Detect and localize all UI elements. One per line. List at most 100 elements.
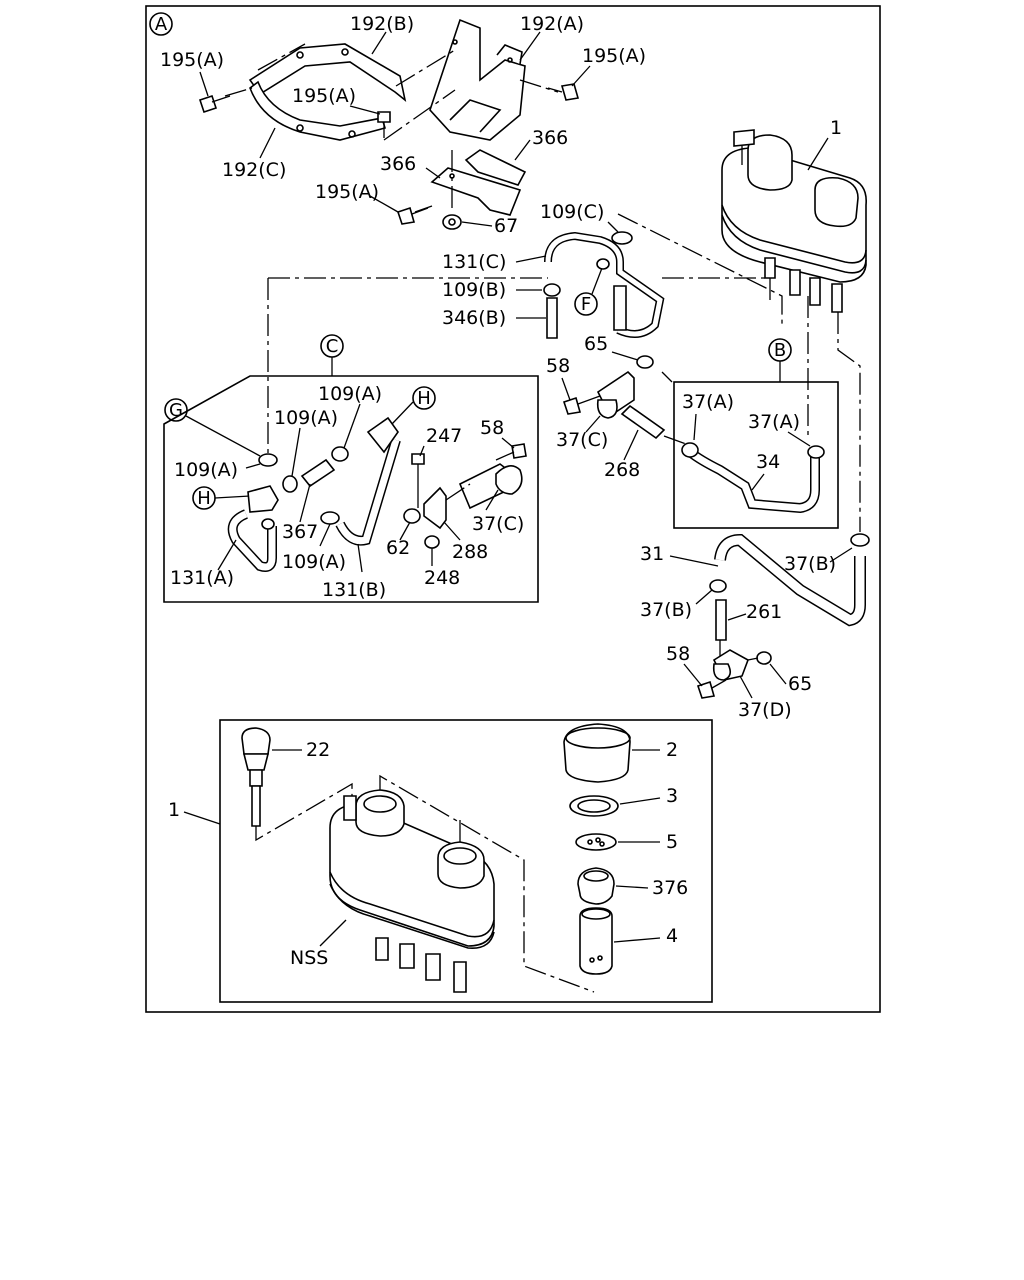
bracket-288: [423, 486, 447, 530]
bolt-195a-left: [198, 94, 231, 114]
sensor-22: [241, 727, 271, 827]
part-label: 31: [640, 543, 664, 565]
part-label: F: [581, 294, 591, 315]
part-label: 109(C): [540, 201, 604, 223]
pipe-346b: [546, 297, 558, 339]
gasket-3: [569, 795, 619, 817]
part-label: 5: [666, 831, 678, 853]
part-label: H: [197, 488, 211, 509]
filter-element-4: [579, 907, 613, 975]
hose-131b: [335, 416, 401, 546]
strainer-5: [575, 833, 617, 851]
cap-2: [563, 723, 631, 783]
part-label: 288: [452, 541, 488, 563]
tube-268: [620, 404, 666, 440]
part-label: C: [326, 336, 339, 357]
bolt-58-upper: [562, 395, 601, 415]
nut-67: [442, 214, 462, 230]
part-label: NSS: [290, 947, 328, 969]
part-label: B: [774, 340, 786, 361]
part-label: 37(B): [640, 599, 692, 621]
nut-62: [403, 508, 421, 524]
bracket-366: [430, 149, 527, 216]
hose-131a: [227, 485, 279, 572]
part-label: 58: [666, 643, 690, 665]
part-label: 58: [546, 355, 570, 377]
part-label: 1: [168, 799, 180, 821]
part-label: 65: [584, 333, 608, 355]
part-label: 131(C): [442, 251, 506, 273]
hose-131c: [544, 231, 665, 338]
clamp-109a-low: [320, 511, 340, 525]
pipe-367: [300, 458, 336, 488]
part-label: 37(C): [472, 513, 524, 535]
part-label: 195(A): [582, 45, 646, 67]
part-label: 366: [532, 127, 568, 149]
bracket-37c-upper: [596, 370, 635, 419]
inset-box: [219, 719, 713, 1003]
clamp-109c: [611, 231, 633, 245]
part-label: 192(A): [520, 13, 584, 35]
part-label: 62: [386, 537, 410, 559]
part-label: 195(A): [160, 49, 224, 71]
clamp-109a-left: [282, 475, 298, 493]
part-label: 367: [282, 521, 318, 543]
part-label: 268: [604, 459, 640, 481]
part-label: 261: [746, 601, 782, 623]
filter-376: [577, 867, 615, 905]
reservoir-tank-inset: [329, 789, 495, 993]
part-label: A: [155, 14, 168, 35]
part-label: 37(D): [738, 699, 792, 721]
part-label: H: [417, 388, 431, 409]
h-marker-right: H: [391, 386, 436, 425]
hose-34: [681, 442, 825, 514]
part-label: 247: [426, 425, 462, 447]
part-label: 37(B): [784, 553, 836, 575]
clamp-109b: [543, 283, 561, 297]
section-a-marker: A: [149, 12, 173, 36]
section-b-marker: B: [768, 338, 792, 382]
bolt-247: [411, 453, 425, 486]
clamp-109a-mid: [331, 446, 349, 462]
section-c-box: [163, 375, 539, 603]
washer-248: [424, 535, 440, 549]
part-label: 109(A): [174, 459, 238, 481]
part-label: 109(A): [274, 407, 338, 429]
bracket-37c-lower: [458, 463, 523, 510]
part-label: 366: [380, 153, 416, 175]
part-label: G: [169, 400, 183, 421]
part-label: 37(C): [556, 429, 608, 451]
section-b-box: [673, 381, 839, 529]
part-label: 37(A): [748, 411, 800, 433]
part-label: 192(B): [350, 13, 414, 35]
part-label: 109(A): [282, 551, 346, 573]
part-label: 67: [494, 215, 518, 237]
section-c-marker: C: [320, 334, 344, 376]
part-label: 34: [756, 451, 780, 473]
hose-31: [709, 533, 870, 627]
part-label: 376: [652, 877, 688, 899]
part-label: 22: [306, 739, 330, 761]
part-label: 195(A): [292, 85, 356, 107]
bracket-37d: [712, 649, 749, 681]
bolt-58-bottom: [696, 679, 727, 699]
part-label: 195(A): [315, 181, 379, 203]
part-label: 65: [788, 673, 812, 695]
part-label: 3: [666, 785, 678, 807]
part-label: 2: [666, 739, 678, 761]
bolt-58-lower: [495, 443, 527, 461]
part-label: 58: [480, 417, 504, 439]
part-label: 109(B): [442, 279, 506, 301]
part-label: 248: [424, 567, 460, 589]
part-label: 192(C): [222, 159, 286, 181]
clamp-109a-g: [258, 453, 278, 467]
part-label: 346(B): [442, 307, 506, 329]
reservoir-tank-top: [721, 129, 867, 313]
part-label: 109(A): [318, 383, 382, 405]
washer-65-bottom: [756, 651, 772, 665]
g-marker: G: [164, 398, 261, 457]
bolt-195a-mid: [377, 111, 391, 138]
part-label: 131(B): [322, 579, 386, 601]
part-label: 1: [830, 117, 842, 139]
